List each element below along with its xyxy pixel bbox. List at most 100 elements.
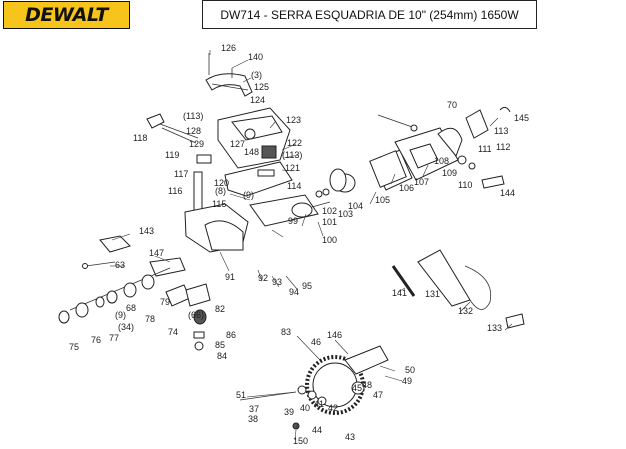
leader-lines	[110, 50, 513, 441]
part-label: (34)	[118, 322, 134, 332]
part-label: 63	[115, 260, 125, 270]
part-label: (113)	[282, 150, 302, 160]
part-label: 75	[69, 342, 79, 352]
part-label: 107	[414, 177, 429, 187]
part-label: (113)	[183, 111, 203, 121]
part-label: 121	[285, 163, 300, 173]
part-label: 43	[345, 432, 355, 442]
part-label: 42	[328, 403, 338, 413]
part-label: 111	[478, 144, 492, 154]
part-label: 116	[168, 186, 182, 196]
part-label: 77	[109, 333, 119, 343]
part-label: 70	[447, 100, 457, 110]
part-label: 85	[215, 340, 225, 350]
blade-assembly	[239, 345, 389, 430]
part-label: 40	[300, 403, 310, 413]
part-label: 104	[348, 201, 363, 211]
part-label: 109	[442, 168, 457, 178]
part-label: 103	[338, 209, 353, 219]
part-label: 92	[258, 273, 268, 283]
part-label: 94	[289, 287, 299, 297]
part-label: (8)	[215, 186, 226, 196]
part-label: 131	[425, 289, 440, 299]
part-label: 118	[133, 133, 147, 143]
part-label: 45	[352, 383, 362, 393]
part-label: 141	[392, 288, 407, 298]
part-label: 117	[174, 169, 188, 179]
part-label: 51	[236, 390, 246, 400]
part-label: 113	[494, 126, 508, 136]
part-label: 143	[139, 226, 154, 236]
motor-housing	[369, 106, 511, 191]
part-label: 82	[215, 304, 225, 314]
part-label: 39	[284, 407, 294, 417]
part-label: 93	[272, 277, 282, 287]
part-label: 110	[458, 180, 472, 190]
part-label: 47	[373, 390, 383, 400]
part-label: 119	[165, 150, 179, 160]
part-label: 83	[281, 327, 291, 337]
part-label: 148	[244, 147, 259, 157]
part-label: 128	[186, 126, 201, 136]
part-number-labels: 126 140 (3) 125 124 (113) 123 70 145 113 112 111 118…	[69, 43, 529, 446]
part-label: 146	[327, 330, 342, 340]
part-label: 132	[458, 306, 473, 316]
part-label: 120	[214, 178, 229, 188]
part-label: 46	[311, 337, 321, 347]
part-label: 125	[254, 82, 269, 92]
part-label: 91	[225, 272, 235, 282]
part-label: 100	[322, 235, 337, 245]
part-label: 147	[149, 248, 164, 258]
dewalt-logo: DEWALT	[3, 1, 130, 29]
part-label: 115	[212, 199, 226, 209]
accessories	[391, 249, 525, 329]
page-title: DW714 - SERRA ESQUADRIA DE 10" (254mm) 1…	[202, 0, 537, 29]
logo-text: DEWALT	[25, 4, 108, 26]
base-components	[58, 235, 211, 351]
part-label: 76	[91, 335, 101, 345]
handle-assembly	[205, 53, 253, 97]
part-label: 129	[189, 139, 204, 149]
part-label: 38	[248, 414, 258, 424]
motor-shaft-assembly	[249, 168, 356, 227]
part-label: 86	[226, 330, 236, 340]
part-label: 126	[221, 43, 236, 53]
part-label: (9)	[243, 190, 254, 200]
part-label: 102	[322, 206, 337, 216]
column	[184, 171, 249, 253]
part-label: 101	[322, 217, 337, 227]
part-label: 48	[362, 380, 372, 390]
part-label: 99	[288, 216, 298, 226]
part-label: 123	[286, 115, 301, 125]
part-label: 50	[405, 365, 415, 375]
part-label: 140	[248, 52, 263, 62]
part-label: 41	[314, 399, 324, 409]
part-label: 78	[145, 314, 155, 324]
part-label: 37	[249, 404, 259, 414]
part-label: 112	[496, 142, 510, 152]
part-label: 127	[230, 139, 245, 149]
part-label: 122	[287, 138, 302, 148]
lock-lever	[146, 113, 212, 164]
part-label: (66)	[188, 310, 204, 320]
part-label: 145	[514, 113, 529, 123]
part-label: 44	[312, 425, 322, 435]
part-label: 150	[293, 436, 308, 446]
part-label: 79	[160, 297, 170, 307]
part-label: 105	[375, 195, 390, 205]
part-label: 95	[302, 281, 312, 291]
part-label: 114	[287, 181, 301, 191]
part-label: 133	[487, 323, 502, 333]
title-text: DW714 - SERRA ESQUADRIA DE 10" (254mm) 1…	[220, 7, 519, 22]
part-label: (3)	[251, 70, 262, 80]
part-label: 124	[250, 95, 265, 105]
upper-arm-housing	[217, 107, 293, 197]
part-label: 84	[217, 351, 227, 361]
part-label: 49	[402, 376, 412, 386]
part-label: 106	[399, 183, 414, 193]
part-label: (9)	[115, 310, 126, 320]
part-label: 74	[168, 327, 178, 337]
part-label: 144	[500, 188, 515, 198]
part-label: 108	[434, 156, 449, 166]
